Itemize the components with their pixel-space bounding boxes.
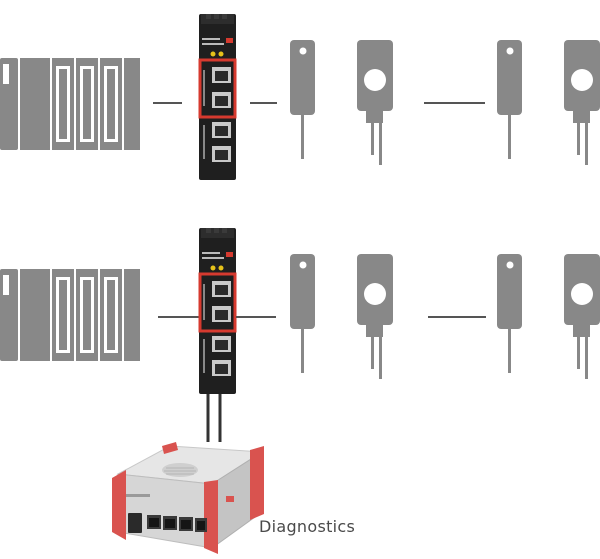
sensor-probe <box>497 40 522 159</box>
sensor-probe <box>290 40 315 159</box>
ethernet-switch <box>198 14 237 180</box>
sensor-probe <box>497 254 522 373</box>
plc-rack <box>0 58 140 150</box>
valve-actuator <box>564 40 600 165</box>
diagnostics-box <box>112 442 264 554</box>
ethernet-switch <box>198 228 237 394</box>
valve-actuator <box>564 254 600 379</box>
plc-rack <box>0 269 140 361</box>
diagnostics-label: Diagnostics <box>259 517 356 536</box>
valve-actuator <box>357 40 393 165</box>
valve-actuator <box>357 254 393 379</box>
row-1 <box>0 14 600 180</box>
sensor-probe <box>290 254 315 373</box>
row-2 <box>0 228 600 394</box>
